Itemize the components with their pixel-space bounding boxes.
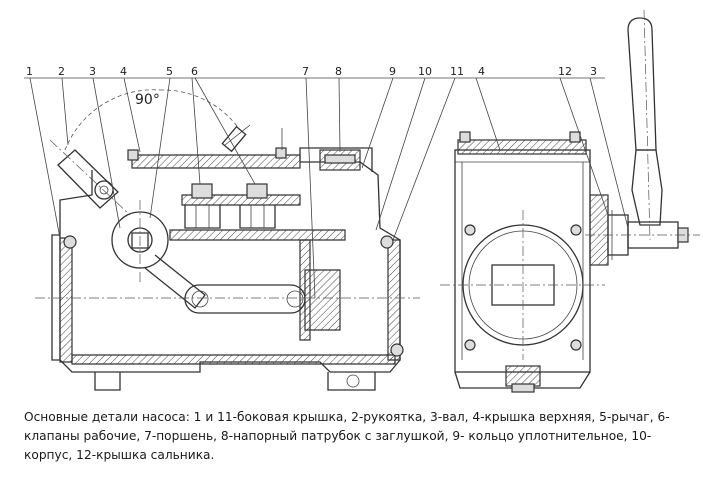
piston	[184, 269, 341, 331]
section-callouts: 1 2 3 4 5 6 7 8 9 10 11	[24, 65, 470, 299]
handle-swing-arc	[64, 89, 161, 151]
side-handle	[627, 9, 663, 241]
callout-6: 6	[191, 65, 198, 78]
side-callout-4: 4	[478, 65, 485, 78]
callout-7: 7	[302, 65, 309, 78]
callout-9: 9	[389, 65, 396, 78]
lever-and-shaft	[111, 211, 206, 309]
angle-label: 90°	[135, 92, 160, 108]
working-valves	[184, 124, 276, 229]
handle	[49, 139, 131, 216]
pump-body-section	[35, 124, 420, 391]
side-callouts: 4 12 3	[470, 65, 629, 229]
callout-10: 10	[418, 65, 432, 78]
callout-3: 3	[89, 65, 96, 78]
callout-1: 1	[26, 65, 33, 78]
pump-technical-drawing: 90°	[24, 9, 700, 393]
side-callout-3: 3	[590, 65, 597, 78]
callout-11: 11	[450, 65, 464, 78]
callout-2: 2	[58, 65, 65, 78]
section-view: 90°	[24, 65, 470, 391]
callout-4: 4	[120, 65, 127, 78]
figure-caption: Основные детали насоса: 1 и 11-боковая к…	[24, 410, 670, 462]
side-view: 4 12 3	[440, 9, 700, 393]
side-callout-12: 12	[558, 65, 572, 78]
callout-8: 8	[335, 65, 342, 78]
callout-5: 5	[166, 65, 173, 78]
